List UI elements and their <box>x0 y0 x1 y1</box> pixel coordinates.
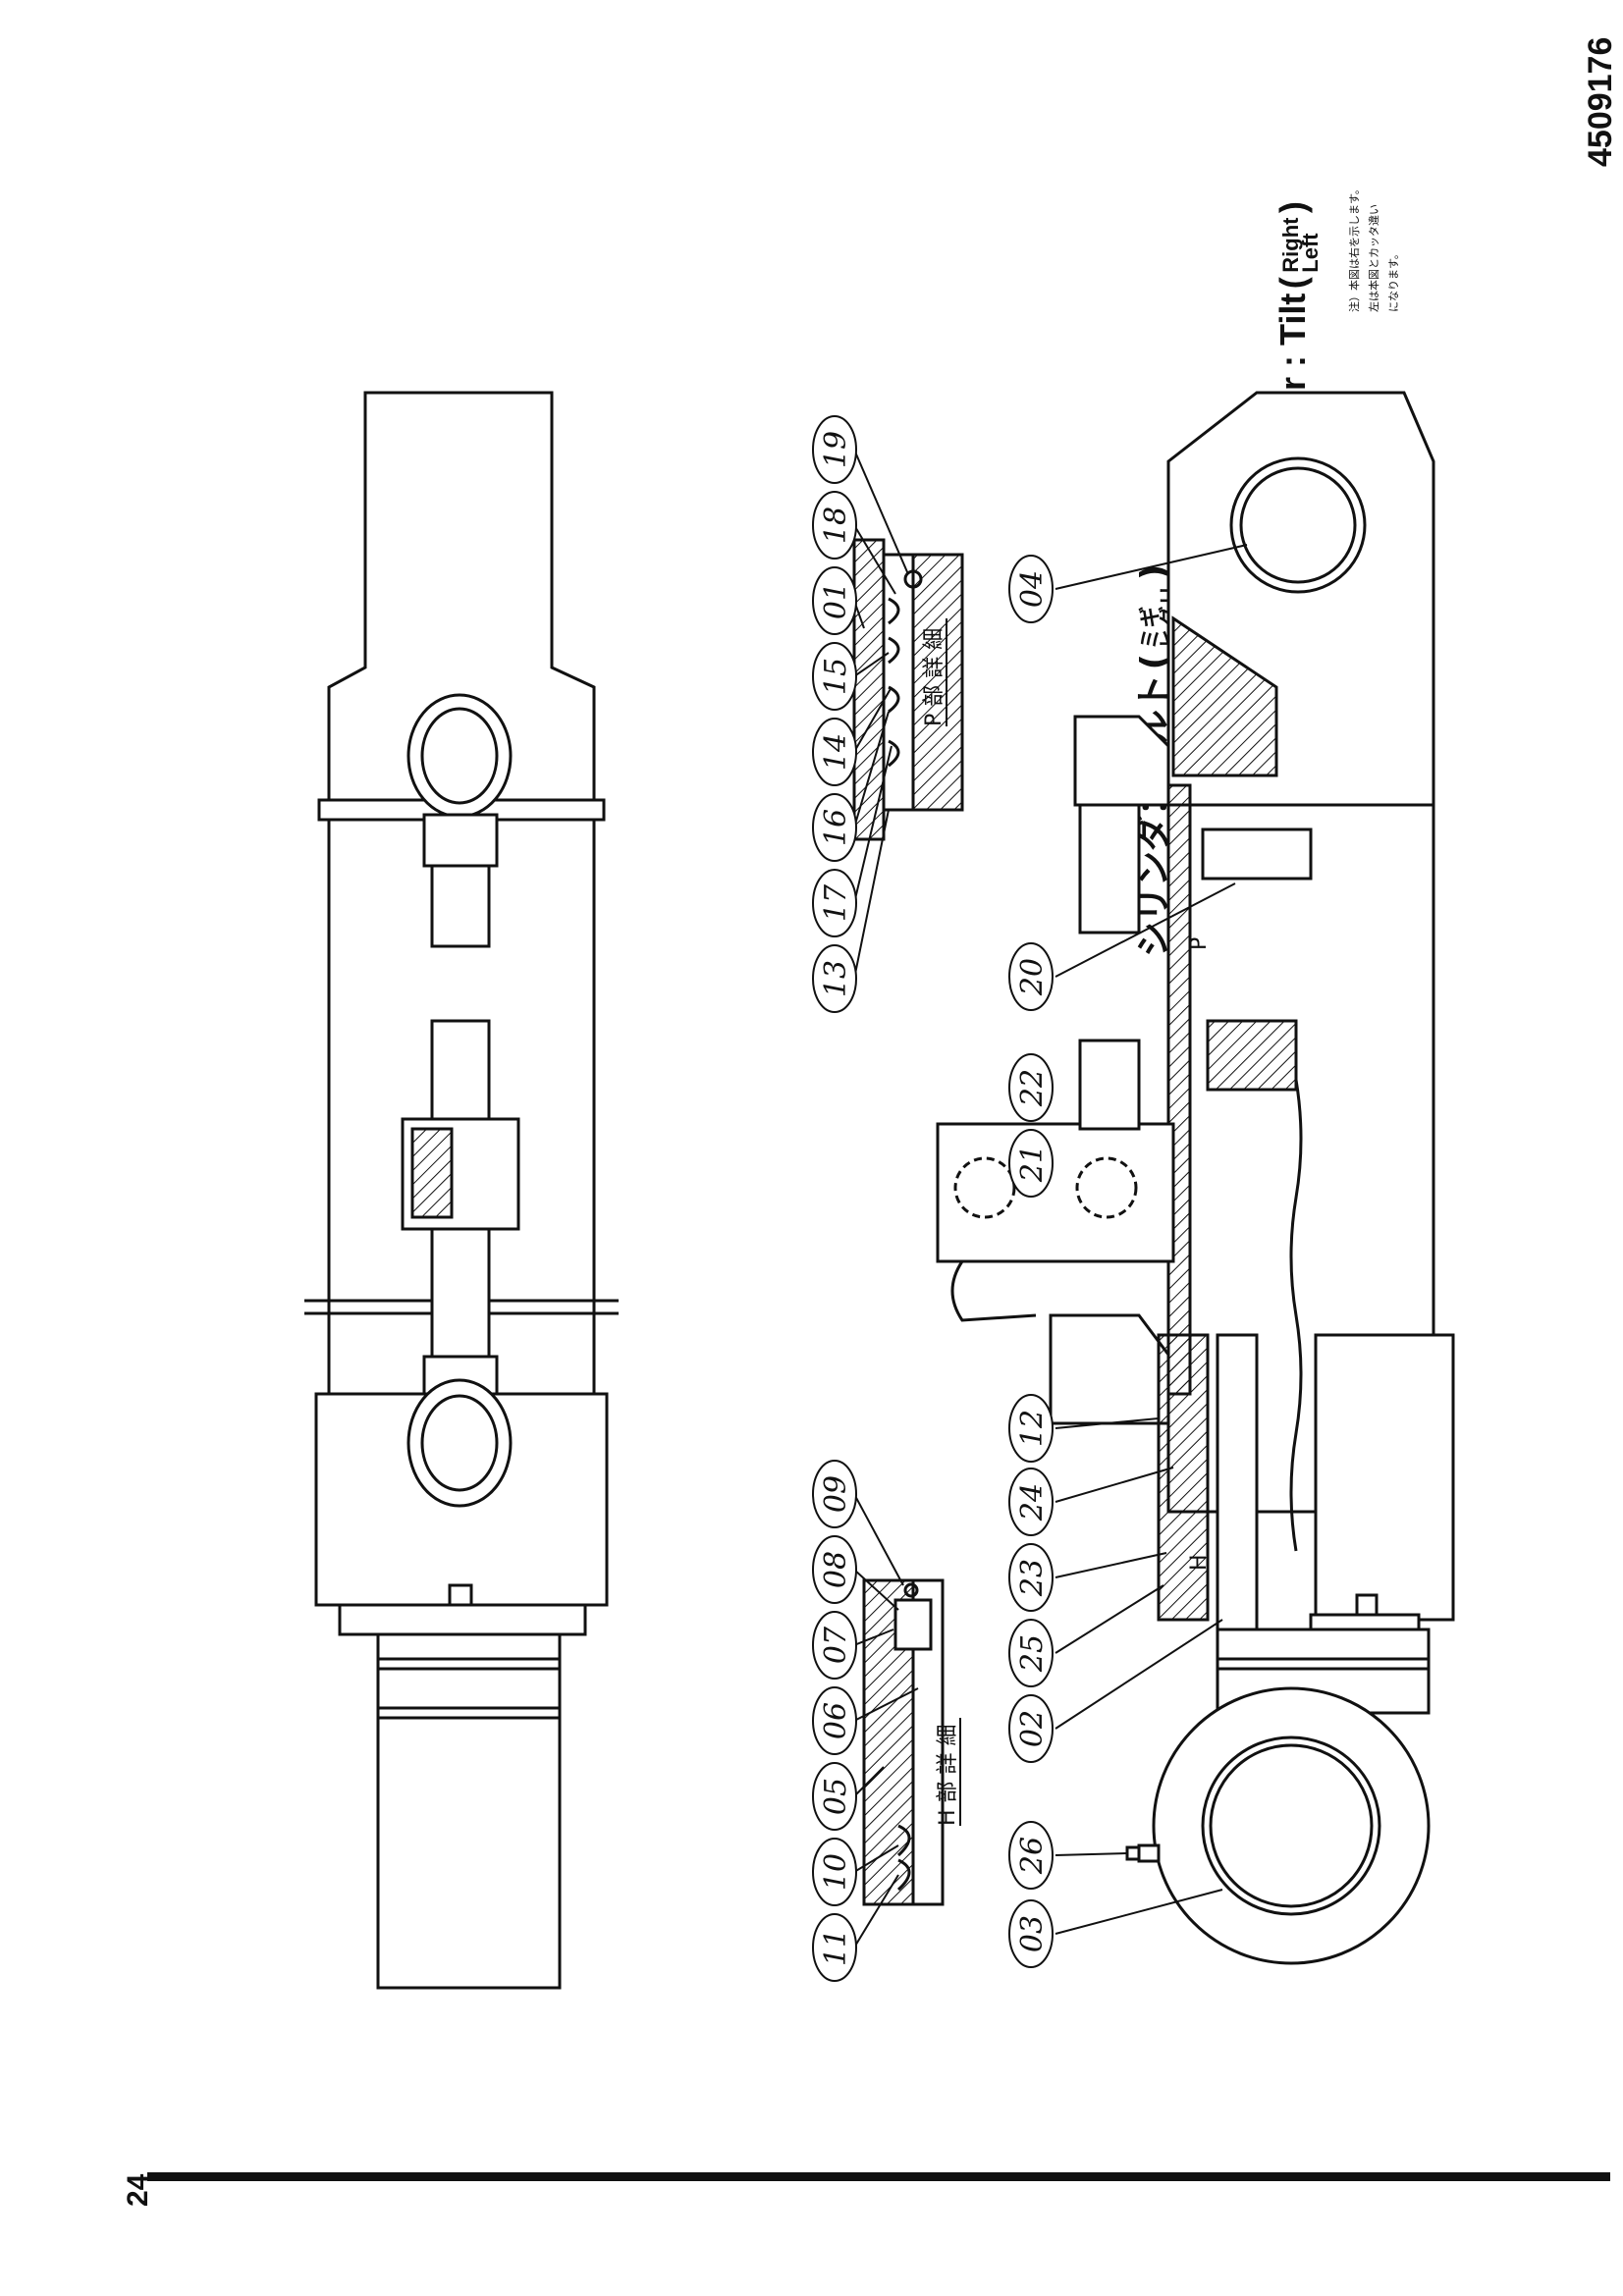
detail-h-label-09: 09 <box>819 1475 853 1513</box>
detail-p-label-18: 18 <box>819 507 853 544</box>
section-label-21: 21 <box>1015 1145 1050 1183</box>
section-leaders <box>1055 544 1248 1935</box>
section-label-03: 03 <box>1015 1915 1050 1952</box>
cylinder-section-view <box>936 391 1455 1965</box>
section-label-02: 02 <box>1015 1710 1050 1747</box>
section-label-24: 24 <box>1015 1483 1050 1522</box>
detail-h-label-06: 06 <box>819 1702 853 1739</box>
section-label-22: 22 <box>1015 1069 1050 1107</box>
detail-p-label-16: 16 <box>819 809 853 846</box>
section-label-04: 04 <box>1015 570 1050 608</box>
detail-h-label-07: 07 <box>819 1626 853 1664</box>
detail-p-label-17: 17 <box>819 883 853 922</box>
marker-p: P <box>1187 937 1212 950</box>
detail-p-label-15: 15 <box>819 658 853 695</box>
detail-p-caption: P 部 詳 細 <box>922 628 947 726</box>
section-label-26: 26 <box>1015 1837 1050 1875</box>
cylinder-top-view <box>304 391 619 1990</box>
detail-h-label-05: 05 <box>819 1778 853 1815</box>
detail-p-balloons <box>812 415 857 1013</box>
detail-h-caption: H 部 詳 細 <box>936 1724 960 1826</box>
section-label-23: 23 <box>1015 1559 1050 1597</box>
detail-p-label-13: 13 <box>819 960 853 997</box>
detail-p-drawing <box>852 538 964 841</box>
section-balloons <box>1008 555 1054 1968</box>
detail-h-balloons <box>812 1460 857 1982</box>
section-label-20: 20 <box>1015 958 1050 996</box>
detail-p-leaders <box>853 449 909 980</box>
section-label-12: 12 <box>1015 1410 1050 1447</box>
detail-h-label-11: 11 <box>819 1929 853 1966</box>
detail-p-label-14: 14 <box>819 733 853 771</box>
page-rule <box>147 2172 1610 2181</box>
marker-h: H <box>1187 1554 1212 1571</box>
detail-h-drawing <box>862 1578 945 1906</box>
detail-p-label-01: 01 <box>819 582 853 619</box>
detail-h-label-10: 10 <box>819 1853 853 1891</box>
section-label-25: 25 <box>1015 1634 1050 1673</box>
detail-h-label-08: 08 <box>819 1551 853 1588</box>
detail-h-leaders <box>853 1493 919 1949</box>
detail-p-label-19: 19 <box>819 431 853 468</box>
